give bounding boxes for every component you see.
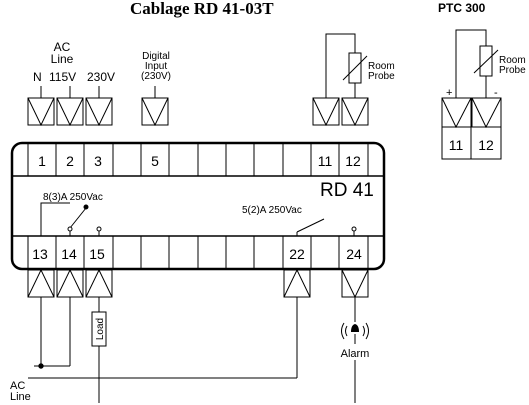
bottom-connector-blocks — [27, 268, 369, 299]
line-label-bottom: Line — [10, 391, 31, 403]
ptc-probe-label: Room — [499, 55, 526, 66]
115v-label: 115V — [49, 70, 76, 84]
terminal-3: 3 — [94, 153, 102, 169]
n-label: N — [33, 70, 42, 84]
load-label: Load — [95, 318, 106, 340]
terminal-12: 12 — [345, 153, 361, 169]
top-terminal-strip — [12, 143, 384, 177]
alarm-speaker-icon — [341, 322, 369, 344]
top-wire-stubs — [40, 86, 156, 98]
230v-label: 230V — [87, 70, 115, 84]
diagram-title: Cablage RD 41-03T — [130, 0, 274, 18]
digital-input-label: Digital — [142, 51, 170, 62]
terminal-5: 5 — [151, 153, 159, 169]
ac-line-label-bottom: AC — [10, 380, 25, 392]
ptc-terminal-12: 12 — [478, 137, 494, 153]
ptc-connector-block — [441, 97, 502, 160]
alarm-label: Alarm — [341, 348, 370, 360]
main-relay-contact — [40, 202, 102, 236]
room-probe-label-2: Probe — [368, 71, 395, 82]
ptc-title: PTC 300 — [438, 1, 486, 15]
terminal-24: 24 — [346, 246, 362, 262]
terminal-13: 13 — [32, 246, 48, 262]
ptc-terminal-11: 11 — [449, 137, 464, 153]
room-probe-wiring — [325, 33, 368, 98]
ptc-probe-label-2: Probe — [499, 65, 526, 76]
ptc-wiring — [455, 29, 499, 98]
terminal-11: 11 — [318, 153, 333, 169]
top-connector-blocks — [27, 97, 369, 127]
terminal-14: 14 — [61, 246, 77, 262]
ac-line-label-top: AC — [54, 40, 71, 54]
digital-input-label-3: (230V) — [141, 71, 171, 82]
main-relay-rating: 8(3)A 250Vac — [43, 192, 103, 203]
bottom-wiring — [28, 297, 356, 403]
alarm-relay-rating: 5(2)A 250Vac — [242, 205, 302, 216]
terminal-1: 1 — [38, 153, 46, 169]
device-label: RD 41 — [320, 180, 374, 201]
digital-input-label-2: Input — [145, 61, 167, 72]
terminal-22: 22 — [289, 246, 305, 262]
room-probe-label: Room — [368, 61, 395, 72]
line-label-top: Line — [51, 52, 74, 66]
terminal-2: 2 — [66, 153, 74, 169]
ptc-plus-label: + — [446, 87, 452, 99]
terminal-15: 15 — [89, 246, 105, 262]
ptc-minus-label: - — [494, 87, 498, 99]
alarm-relay-contact — [296, 218, 357, 236]
bottom-terminal-strip — [12, 235, 384, 269]
